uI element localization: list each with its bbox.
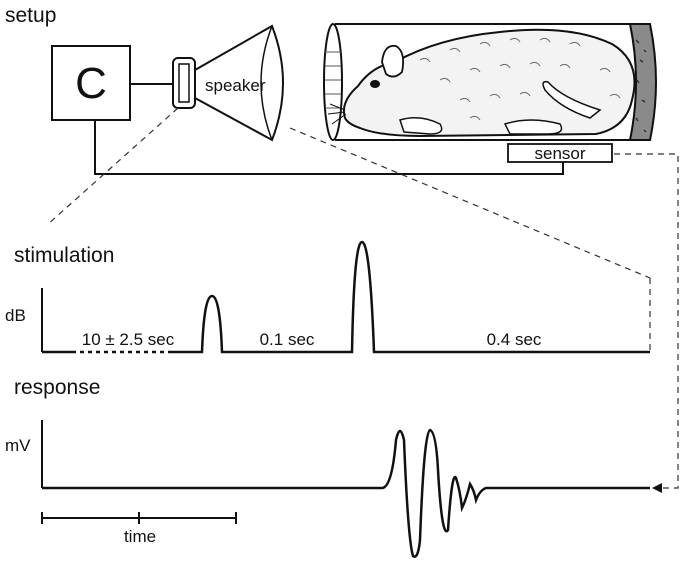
controller-label: C [75,59,107,108]
tube-front-end [323,23,343,141]
response-trace [42,428,650,558]
time-scale-bar: time [41,512,237,546]
response-title: response [14,376,100,399]
speaker-label: speaker [205,76,266,95]
controller-box [51,45,131,121]
restraint-tube [323,23,657,141]
speaker-cone-rim [260,25,273,141]
speaker: speaker [172,24,284,142]
stim-interval-2: 0.1 sec [260,330,315,349]
response-y-unit: mV [5,436,31,455]
setup-title: setup [5,4,56,27]
signal-arrowhead [652,483,662,493]
speaker-magnet [178,63,190,103]
tube-body [335,23,650,141]
rat-tail [542,80,602,119]
zoom-line-left [46,107,179,226]
tube-back-cap [628,23,657,141]
rat-fur-texture [419,37,621,121]
rat-whiskers [327,103,347,125]
scale-bar-label: time [124,527,156,546]
rat-body [342,28,636,138]
rat-ear [381,44,405,78]
stimulation-y-unit: dB [5,306,26,325]
stimulation-title: stimulation [14,244,114,267]
sensor-box [507,143,613,163]
zoom-line-right [289,127,651,279]
stim-interval-3: 0.4 sec [487,330,542,349]
signal-path [614,153,679,489]
rat-eye [370,80,380,88]
rat-front-paw [399,117,443,135]
wire-controller-sensor [94,120,564,175]
stim-interval-1: 10 ± 2.5 sec [82,330,175,349]
rat-illustration [327,28,636,138]
stimulation-trace [170,240,650,354]
rat-hind-paw [503,119,563,135]
sensor-label: sensor [534,144,585,163]
